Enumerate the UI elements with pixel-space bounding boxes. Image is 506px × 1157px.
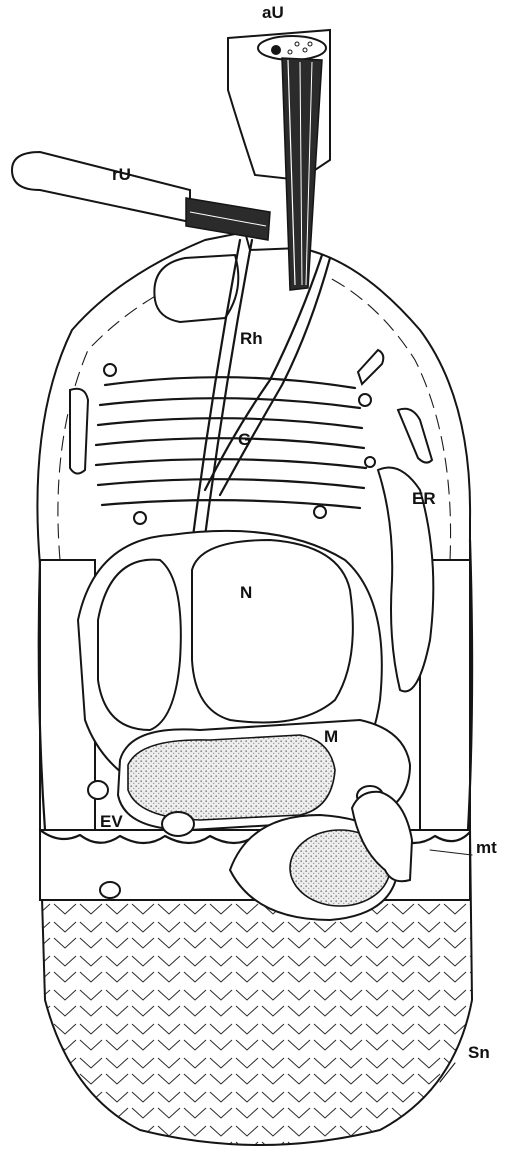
label-ER: ER (412, 489, 436, 508)
label-mt: mt (476, 838, 497, 857)
basal-body (154, 255, 238, 322)
label-M: M (324, 727, 338, 746)
horizontal-rootlet (12, 152, 270, 240)
label-aU: aU (262, 3, 284, 22)
label-rU: rU (112, 165, 131, 184)
label-G: G (238, 430, 251, 449)
label-N: N (240, 583, 252, 602)
label-Sn: Sn (468, 1043, 490, 1062)
label-EV: EV (100, 812, 123, 831)
label-Rh: Rh (240, 329, 263, 348)
